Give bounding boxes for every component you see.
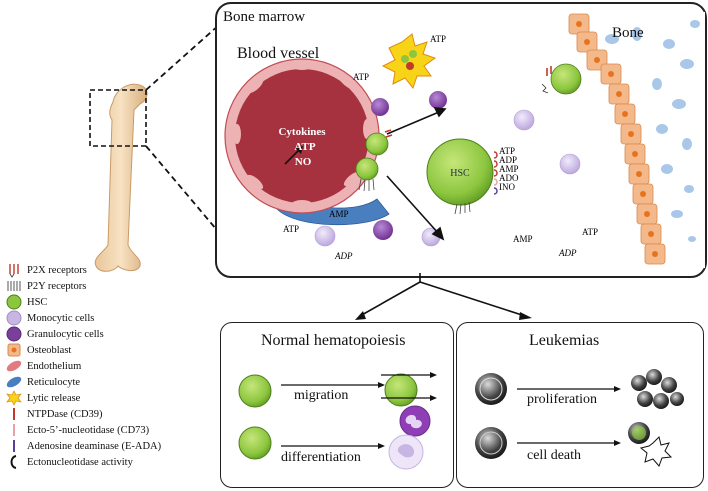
outcome-arrows: [355, 273, 532, 320]
bone-title: Bone: [612, 25, 644, 41]
apoptotic-cell: [639, 436, 673, 467]
hsc-label: HSC: [450, 168, 470, 179]
hsc-large: [426, 138, 494, 206]
bone-matrix-spots: [605, 20, 700, 242]
label-amp-vessel: AMP: [329, 209, 349, 219]
monocytic-cells: [314, 109, 581, 247]
nucleotide-ado: ADO: [499, 173, 519, 183]
p2x-receptor-icon: [5, 262, 23, 278]
lytic-release: [381, 33, 437, 90]
legend-label: Adenosine deaminase (E-ADA): [27, 440, 162, 452]
bone-marrow-scene: Cytokines ATP NO HSC: [224, 12, 705, 268]
legend-label: P2Y receptors: [27, 280, 87, 292]
leukemias-scene: [475, 369, 684, 467]
label-amp-center: AMP: [513, 234, 533, 244]
zoom-box: [89, 89, 147, 147]
leukemias-title: Leukemias: [529, 332, 600, 349]
monocytic-cell-icon: [5, 310, 23, 326]
legend-item-granulocytic: Granulocytic cells: [5, 326, 104, 342]
hsc-cell-icon: [5, 294, 23, 310]
legend-item-reticulocyte: Reticulocyte: [5, 374, 80, 390]
migration-label: migration: [294, 388, 349, 403]
legend-label: Reticulocyte: [27, 376, 81, 388]
legend-item-adenosine-deaminase: Adenosine deaminase (E-ADA): [5, 438, 161, 454]
osteoblast-lining: [568, 13, 666, 265]
legend-item-p2x: P2X receptors: [5, 262, 87, 278]
label-atp-center-right: ATP: [582, 227, 598, 237]
label-atp-vessel-top: ATP: [353, 72, 369, 82]
ntpdase-icon: [5, 406, 23, 422]
legend-item-osteoblast: Osteoblast: [5, 342, 71, 358]
legend-label: NTPDase (CD39): [27, 408, 103, 420]
nucleotide-atp: ATP: [499, 146, 515, 156]
ectonucleotidase-activity-icon: [5, 454, 23, 470]
legend-label: HSC: [27, 296, 48, 308]
p2y-receptor-icon: [5, 278, 23, 294]
nucleotide-adp: ADP: [499, 155, 517, 165]
legend-label: Granulocytic cells: [27, 328, 104, 340]
nucleotide-ino: INO: [499, 182, 515, 192]
legend-item-monocytic: Monocytic cells: [5, 310, 94, 326]
leukemias-panel: Leukemias proliferation cell death: [456, 322, 704, 488]
bone-marrow-title: Bone marrow: [223, 9, 306, 25]
proliferating-cells: [631, 369, 684, 409]
legend-item-hsc: HSC: [5, 294, 47, 310]
legend-label: Osteoblast: [27, 344, 72, 356]
label-adp-center: ADP: [558, 248, 577, 258]
legend-item-lytic: Lytic release: [5, 390, 80, 406]
hsc-near-bone: [550, 63, 582, 95]
legend-label: Monocytic cells: [27, 312, 95, 324]
normal-hematopoiesis-scene: [238, 372, 437, 470]
bone-marrow-panel: Cytokines ATP NO HSC: [215, 2, 707, 278]
hsc-migration-source: [238, 374, 272, 408]
hsc-vessel-wall-upper: [365, 132, 389, 156]
legend-label: P2X receptors: [27, 264, 87, 276]
reticulocyte-icon: [5, 374, 23, 390]
hsc-migrated: [384, 373, 418, 407]
hsc-differentiation-source: [238, 426, 272, 460]
normal-hematopoiesis-panel: Normal hematopoiesis migration different…: [220, 322, 454, 488]
granulocytic-cells: [371, 91, 447, 240]
vessel-content-cytokines: Cytokines: [278, 126, 326, 138]
legend-label: Ectonucleotidase activity: [27, 456, 133, 468]
legend-item-p2y: P2Y receptors: [5, 278, 86, 294]
blood-vessel-title: Blood vessel: [237, 45, 320, 62]
hsc-vessel-wall-lower: [355, 157, 379, 181]
legend-item-ecto-nucleotidase: Ecto-5’-nucleotidase (CD73): [5, 422, 149, 438]
nucleotide-amp: AMP: [499, 164, 519, 174]
granulocytic-cell-icon: [5, 326, 23, 342]
legend-label: Endothelium: [27, 360, 82, 372]
legend-item-endothelium: Endothelium: [5, 358, 81, 374]
label-atp-vessel-bottom: ATP: [283, 224, 299, 234]
legend-label: Lytic release: [27, 392, 81, 404]
blood-vessel: [224, 58, 390, 226]
ecto-nucleotidase-icon: [5, 422, 23, 438]
cell-death-label: cell death: [527, 448, 582, 463]
migration-arrows: [386, 107, 447, 241]
legend-item-ntpdase: NTPDase (CD39): [5, 406, 103, 422]
vessel-content-no: NO: [295, 156, 312, 168]
adenosine-deaminase-icon: [5, 438, 23, 454]
legend-item-ectonucleotidase-activity: Ectonucleotidase activity: [5, 454, 133, 470]
endothelium-icon: [5, 358, 23, 374]
proliferation-label: proliferation: [527, 392, 597, 407]
label-adp-bottom-left: ADP: [334, 251, 353, 261]
vessel-content-atp: ATP: [294, 141, 315, 153]
normal-hematopoiesis-title: Normal hematopoiesis: [261, 332, 406, 349]
label-atp-lytic: ATP: [430, 34, 446, 44]
osteoblast-icon: [5, 342, 23, 358]
lytic-release-icon: [5, 390, 23, 406]
legend-label: Ecto-5’-nucleotidase (CD73): [27, 424, 150, 436]
femur-illustration: [89, 83, 148, 272]
differentiation-label: differentiation: [281, 450, 361, 465]
